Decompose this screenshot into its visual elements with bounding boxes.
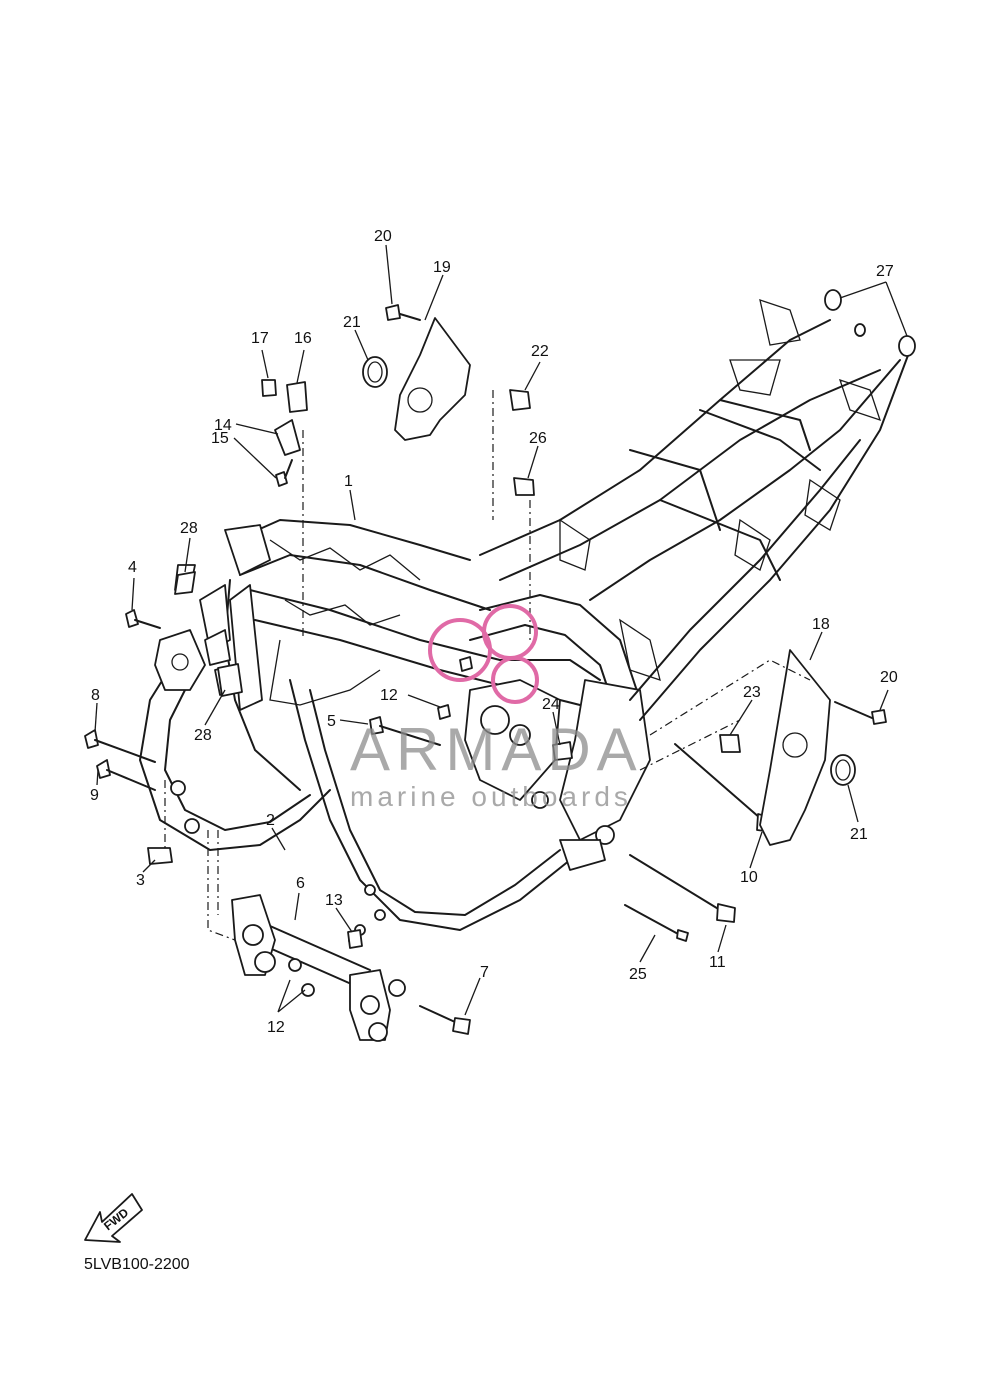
nuts	[347, 656, 473, 949]
callout-14: 14	[214, 417, 232, 434]
down-tube	[139, 579, 606, 936]
callout-numbers: 1 2 3 4 5 6 7 8 9 10 11 12 12 13 14 15 1…	[90, 228, 898, 1036]
callout-12-lower: 12	[267, 1019, 285, 1036]
callout-20-left: 20	[374, 228, 392, 245]
callout-19: 19	[433, 259, 451, 276]
callout-1: 1	[344, 473, 353, 490]
callout-5: 5	[327, 713, 336, 730]
callout-25: 25	[629, 966, 647, 983]
callout-26: 26	[529, 430, 547, 447]
side-cover-right	[759, 649, 887, 846]
callout-28-lower: 28	[194, 727, 212, 744]
clamp-group-top	[509, 389, 535, 496]
callout-28-upper: 28	[180, 520, 198, 537]
callout-22: 22	[531, 343, 549, 360]
fwd-arrow-icon: FWD	[84, 1193, 143, 1243]
callout-7: 7	[480, 964, 489, 981]
callout-9: 9	[90, 787, 99, 804]
callout-10: 10	[740, 869, 758, 886]
bolt-group-left	[84, 609, 441, 865]
callout-6: 6	[296, 875, 305, 892]
callout-4: 4	[128, 559, 137, 576]
callout-18: 18	[812, 616, 830, 633]
logo-ring-3	[491, 656, 539, 704]
assembly-lines	[164, 390, 811, 941]
callout-13: 13	[325, 892, 343, 909]
callout-24: 24	[542, 696, 560, 713]
leader-lines	[94, 244, 908, 1016]
armada-watermark: ARMADA marine outboards	[350, 604, 643, 812]
engine-mount-bracket	[231, 894, 406, 1042]
callout-21-right: 21	[850, 826, 868, 843]
rear-caps	[824, 289, 916, 357]
callout-8: 8	[91, 687, 100, 704]
callout-27: 27	[876, 263, 894, 280]
armada-logo	[428, 604, 539, 704]
label-stickers	[174, 571, 243, 697]
side-cover-left	[362, 304, 471, 441]
callout-2: 2	[266, 812, 275, 829]
small-bracket-group	[261, 379, 308, 487]
callout-17: 17	[251, 330, 269, 347]
callout-20-right: 20	[880, 669, 898, 686]
main-frame	[224, 519, 651, 845]
logo-ring-2	[482, 604, 538, 660]
callout-15: 15	[211, 430, 229, 447]
callout-12-upper: 12	[380, 687, 398, 704]
diagram-code: 5LVB100-2200	[84, 1256, 190, 1273]
seat-rail	[479, 299, 911, 721]
watermark-subtitle: marine outboards	[350, 781, 632, 812]
callout-23: 23	[743, 684, 761, 701]
watermark-title: ARMADA	[350, 716, 643, 783]
clamp-group-right	[552, 734, 741, 761]
callout-11: 11	[709, 954, 726, 971]
callout-21-left: 21	[343, 314, 361, 331]
callout-16: 16	[294, 330, 312, 347]
callout-3: 3	[136, 872, 145, 889]
